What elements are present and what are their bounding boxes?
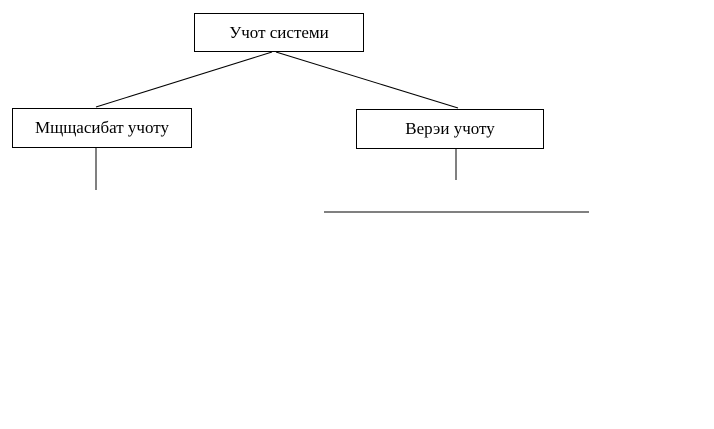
child-node-right: Верэи учоту (356, 109, 544, 149)
edge-root-to-right (275, 51, 459, 109)
root-node-label: Учот системи (229, 22, 329, 42)
child-node-left-label: Мщщасибат учоту (35, 118, 169, 137)
root-node: Учот системи (194, 13, 364, 52)
child-node-left: Мщщасибат учоту (12, 108, 192, 148)
child-node-right-label: Верэи учоту (405, 119, 495, 138)
edge-root-to-left (95, 51, 273, 108)
